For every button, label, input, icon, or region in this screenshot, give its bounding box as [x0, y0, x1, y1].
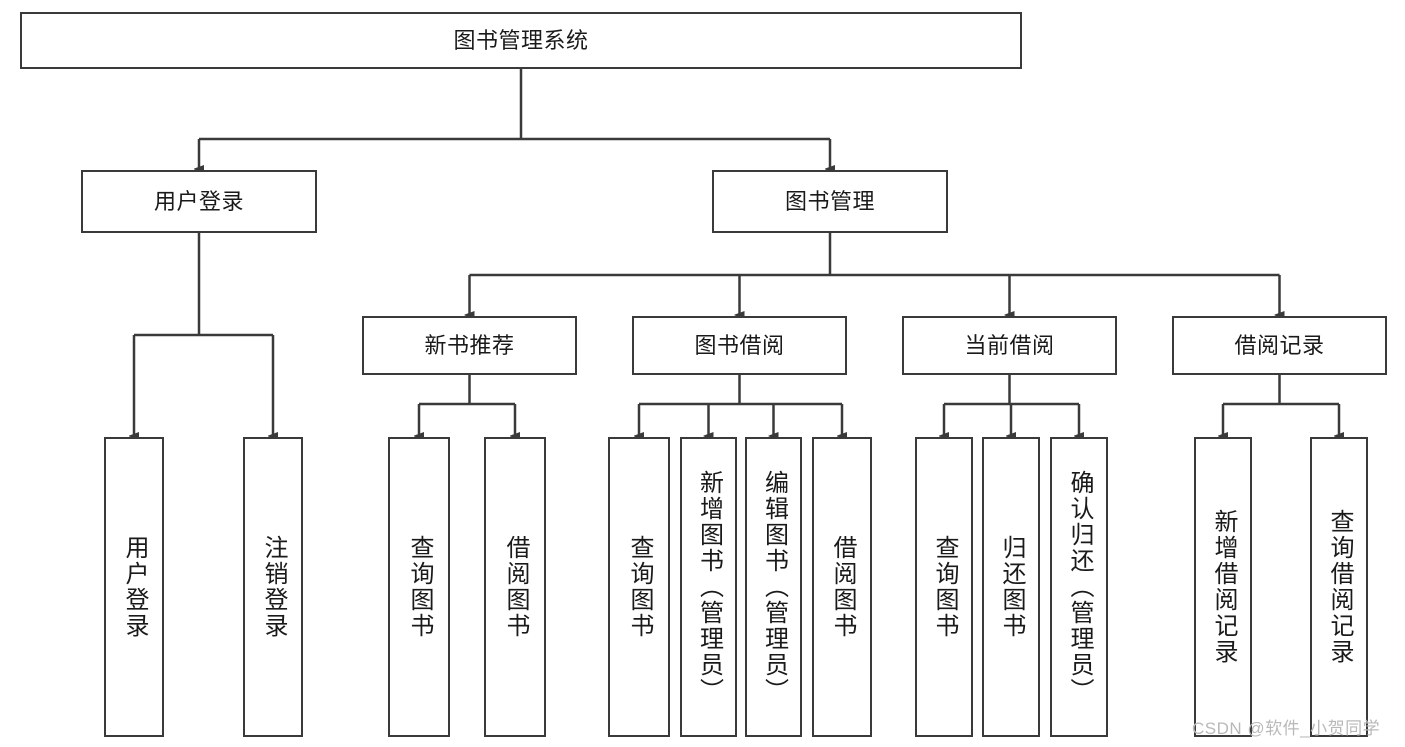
node-borrow[interactable]: 图书借阅 [632, 316, 847, 375]
node-label-leaf6: 新增图书（管理员） [695, 470, 723, 704]
node-leaf6[interactable]: 新增图书（管理员） [680, 437, 737, 737]
edge-lines [134, 69, 1339, 436]
node-current[interactable]: 当前借阅 [902, 316, 1117, 375]
node-leaf2[interactable]: 注销登录 [243, 437, 303, 737]
node-label-leaf8: 借阅图书 [829, 535, 856, 639]
node-label-leaf2: 注销登录 [260, 535, 287, 639]
node-leaf11[interactable]: 确认归还（管理员） [1050, 437, 1108, 737]
node-leaf12[interactable]: 新增借阅记录 [1194, 437, 1252, 737]
node-label-borrow: 图书借阅 [694, 332, 785, 358]
node-leaf1[interactable]: 用户登录 [104, 437, 164, 737]
node-login[interactable]: 用户登录 [81, 170, 317, 233]
node-label-leaf4: 借阅图书 [502, 535, 529, 639]
node-label-leaf7: 编辑图书（管理员） [760, 470, 788, 704]
node-label-leaf3: 查询图书 [406, 535, 433, 639]
node-label-newbook: 新书推荐 [424, 332, 515, 358]
node-label-current: 当前借阅 [964, 332, 1055, 358]
node-leaf5[interactable]: 查询图书 [608, 437, 670, 737]
node-label-leaf5: 查询图书 [626, 535, 653, 639]
watermark: CSDN @软件_小贺同学 [1192, 719, 1381, 738]
node-root[interactable]: 图书管理系统 [20, 12, 1022, 69]
node-label-leaf12: 新增借阅记录 [1210, 509, 1237, 665]
node-label-leaf11: 确认归还（管理员） [1066, 470, 1093, 704]
node-bookmgmt[interactable]: 图书管理 [712, 170, 948, 233]
node-leaf10[interactable]: 归还图书 [982, 437, 1040, 737]
node-leaf3[interactable]: 查询图书 [388, 437, 450, 737]
node-records[interactable]: 借阅记录 [1172, 316, 1387, 375]
node-label-root: 图书管理系统 [453, 27, 589, 53]
node-label-leaf9: 查询图书 [931, 535, 958, 639]
node-label-leaf13: 查询借阅记录 [1326, 509, 1353, 665]
node-label-bookmgmt: 图书管理 [784, 188, 875, 214]
node-label-records: 借阅记录 [1234, 332, 1325, 358]
node-leaf4[interactable]: 借阅图书 [484, 437, 546, 737]
node-leaf7[interactable]: 编辑图书（管理员） [745, 437, 802, 737]
node-label-leaf1: 用户登录 [121, 535, 148, 639]
node-leaf13[interactable]: 查询借阅记录 [1310, 437, 1368, 737]
node-newbook[interactable]: 新书推荐 [362, 316, 577, 375]
node-label-login: 用户登录 [153, 188, 244, 214]
node-leaf9[interactable]: 查询图书 [915, 437, 973, 737]
node-leaf8[interactable]: 借阅图书 [812, 437, 872, 737]
node-label-leaf10: 归还图书 [998, 535, 1025, 639]
